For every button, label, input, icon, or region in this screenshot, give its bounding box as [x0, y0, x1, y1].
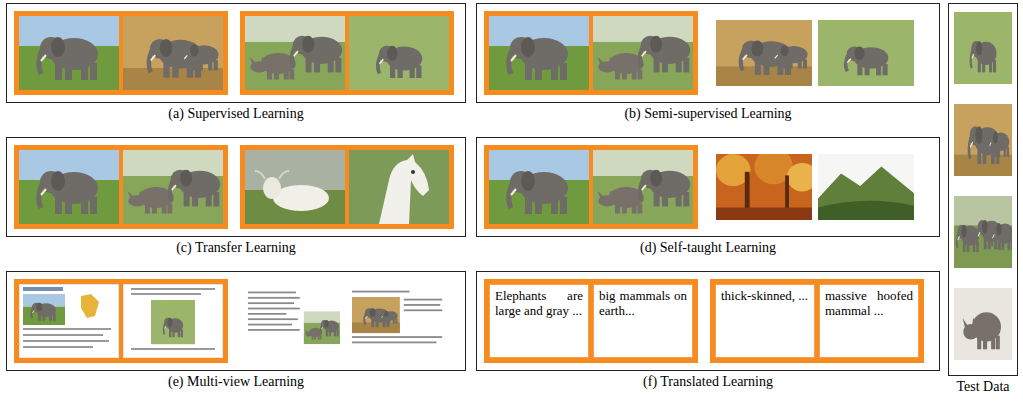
webpage-thumbnail [123, 284, 223, 358]
panel-border [476, 137, 940, 237]
description-text: massive hoofed mammal ... [820, 285, 918, 323]
panel-border [476, 3, 940, 103]
panel-border [948, 3, 1018, 376]
description-text: Elephants are large and gray ... [490, 285, 588, 323]
landscape-photo [818, 154, 914, 220]
horse-photo [349, 150, 449, 224]
panel-border [6, 271, 466, 371]
label-frame [14, 279, 228, 363]
figure-panel: (a) Supervised Learning [6, 3, 466, 123]
panel-caption: Test Data [948, 379, 1018, 396]
label-frame [484, 145, 698, 229]
description-text: thick-skinned, ... [716, 285, 814, 308]
elephant-photo [123, 150, 223, 224]
figure-panel: (b) Semi-supervised Learning [476, 3, 940, 123]
test-photo [954, 104, 1012, 176]
description-text: big mammals on earth... [594, 285, 692, 323]
text-box: thick-skinned, ... [715, 284, 815, 358]
panel-border [6, 3, 466, 103]
elephant-photo [123, 16, 223, 90]
text-box: massive hoofed mammal ... [819, 284, 919, 358]
text-box: Elephants are large and gray ... [489, 284, 589, 358]
panel-caption: (d) Self-taught Learning [476, 240, 940, 257]
webpage-thumbnail [350, 288, 446, 354]
webpage-thumbnail [246, 288, 342, 354]
figure-panel: (f) Translated Learning Elephants are lar… [476, 271, 940, 391]
panel-caption: (c) Transfer Learning [6, 240, 466, 257]
elephant-photo [489, 150, 589, 224]
elephant-photo [245, 16, 345, 90]
panel-border [6, 137, 466, 237]
label-frame [14, 11, 228, 95]
label-frame [484, 279, 698, 363]
webpage-thumbnail [19, 284, 119, 358]
cow-photo [245, 150, 345, 224]
figure-panel: (d) Self-taught Learning [476, 137, 940, 257]
test-photo [954, 12, 1012, 84]
elephant-photo [593, 16, 693, 90]
label-frame [240, 11, 454, 95]
elephant-photo [19, 150, 119, 224]
elephant-photo [349, 16, 449, 90]
panel-caption: (f) Translated Learning [476, 374, 940, 391]
unlabeled-photo [716, 20, 812, 86]
elephant-photo [593, 150, 693, 224]
label-frame [240, 145, 454, 229]
figure-panel: (e) Multi-view Learning [6, 271, 466, 391]
panel-caption: (a) Supervised Learning [6, 106, 466, 123]
panel-caption: (e) Multi-view Learning [6, 374, 466, 391]
test-photo [954, 196, 1014, 268]
figure-panel: Test Data [948, 3, 1018, 396]
panel-caption: (b) Semi-supervised Learning [476, 106, 940, 123]
label-frame [14, 145, 228, 229]
unlabeled-photo [818, 20, 914, 86]
test-photo [954, 288, 1012, 360]
figure-panel: (c) Transfer Learning [6, 137, 466, 257]
forest-photo [716, 149, 818, 220]
text-box: big mammals on earth... [593, 284, 693, 358]
label-frame [484, 11, 698, 95]
elephant-photo [489, 16, 589, 90]
label-frame [710, 279, 924, 363]
elephant-photo [19, 16, 119, 90]
